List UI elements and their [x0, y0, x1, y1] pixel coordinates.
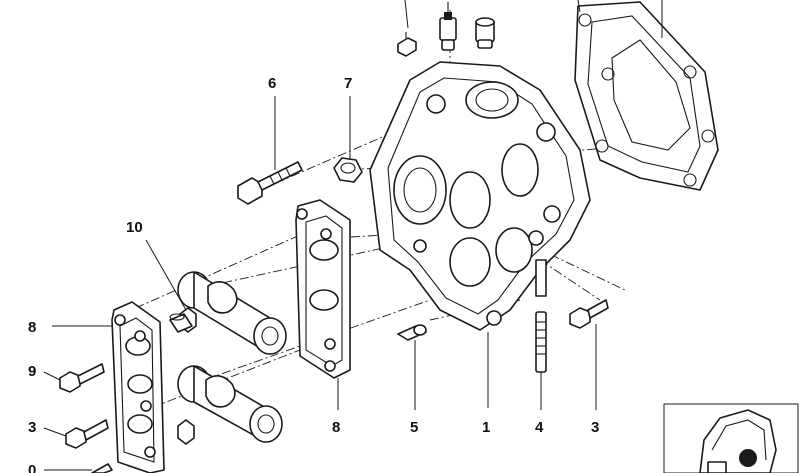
callout-7: 7 — [344, 75, 353, 92]
bolt-3-left — [43, 419, 109, 449]
nut-7 — [333, 96, 363, 183]
callout-3-right: 3 — [591, 419, 600, 436]
callout-4: 4 — [535, 419, 544, 436]
callout-10: 10 — [126, 219, 143, 236]
bearing-bracket-8 — [295, 199, 351, 410]
callout-6: 6 — [268, 75, 277, 92]
callout-5: 5 — [410, 419, 419, 436]
callout-3-left: 3 — [28, 419, 37, 436]
callout-8-right: 8 — [332, 419, 341, 436]
bolt-9 — [43, 363, 105, 393]
callout-0: 0 — [28, 462, 37, 473]
callout-9: 9 — [28, 363, 37, 380]
bearing-bracket-left — [52, 301, 165, 473]
stud-4 — [535, 311, 547, 410]
callout-1: 1 — [482, 419, 491, 436]
cylinder-head-housing — [369, 61, 591, 408]
dowel-5 — [397, 324, 427, 410]
sleeve-10 — [169, 313, 193, 333]
camshaft-lower — [177, 365, 283, 445]
inset-thumbnail — [663, 403, 799, 473]
bolt-3-right — [569, 299, 609, 410]
bolt-6 — [237, 96, 303, 205]
top-fittings — [397, 0, 495, 57]
bolt-0 — [44, 463, 113, 473]
callout-8-left: 8 — [28, 319, 37, 336]
gasket — [574, 0, 719, 191]
camshaft-upper — [145, 239, 287, 355]
